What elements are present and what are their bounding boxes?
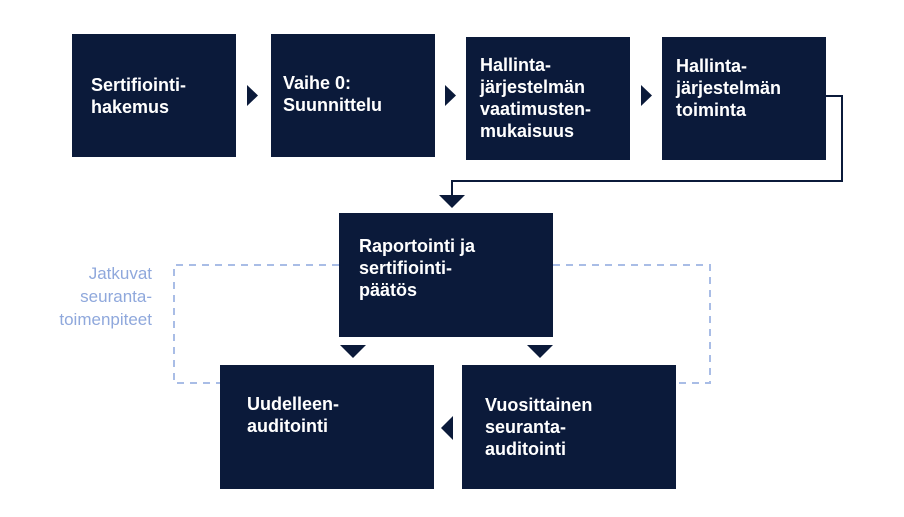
arrow-b5-b7 [527,345,553,358]
dashed-loop-left [173,264,339,384]
step-phase0-planning: Vaihe 0: Suunnittelu [271,34,435,157]
continuous-monitoring-label: Jatkuvat seuranta- toimenpiteet [59,264,152,329]
step-reporting-certification-decision: Raportointi ja sertifiointi- päätös [339,213,553,337]
arrow-into-b5 [439,195,465,208]
step-recertification-audit: Uudelleen- auditointi [220,365,434,489]
step-certification-application: Sertifiointi- hakemus [72,34,236,157]
step-management-system-conformity: Hallinta- järjestelmän vaatimusten- muka… [466,37,630,160]
arrow-b7-b6 [441,416,453,440]
arrow-b2-b3 [445,85,456,106]
step-management-system-operation: Hallinta- järjestelmän toiminta [662,37,826,160]
arrow-b1-b2 [247,85,258,106]
arrow-b3-b4 [641,85,652,106]
arrow-b5-b6 [340,345,366,358]
dashed-loop-right [553,264,711,384]
connector-b4-b5 [451,95,843,196]
step-annual-surveillance-audit: Vuosittainen seuranta- auditointi [462,365,676,489]
